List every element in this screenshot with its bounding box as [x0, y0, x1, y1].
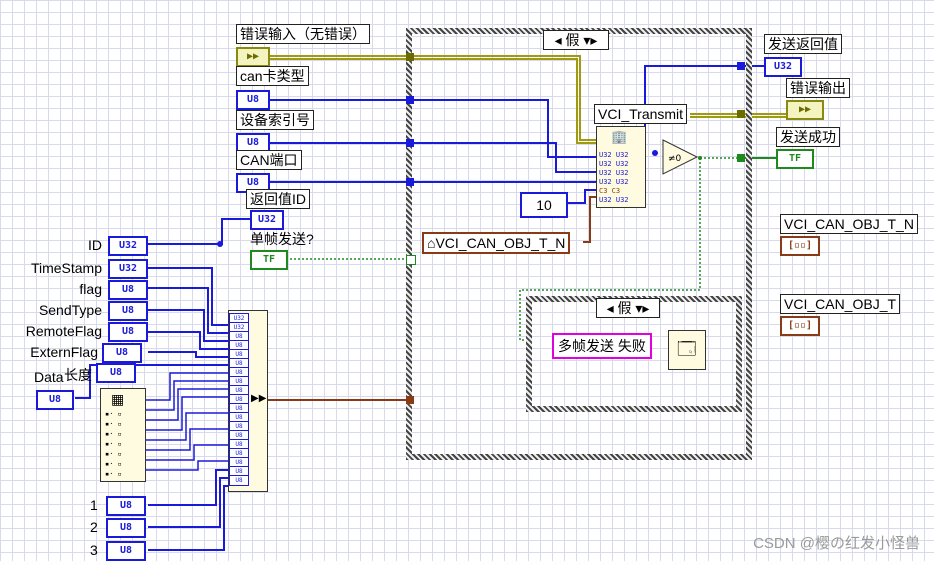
bundle-arrow-icon: ▶▶ [251, 393, 267, 404]
field-data-terminal[interactable]: U8 [36, 390, 74, 410]
send-return-terminal[interactable]: U32 [764, 57, 802, 77]
field-n2-label: 2 [90, 519, 98, 535]
field-n1-terminal[interactable]: U8 [106, 496, 146, 516]
single-send-terminal[interactable]: TF [250, 250, 288, 270]
can-port-label: CAN端口 [236, 150, 302, 170]
bundle-node[interactable]: U32 U32 U8 U8 U8 U8 U8 U8 U8 U8 U8 U8 U8… [228, 310, 268, 492]
inner-case-selector[interactable]: ◂ 假 ▾▸ [596, 298, 660, 318]
cluster-constant-text: VCI_CAN_OBJ_T_N [435, 235, 566, 251]
send-ok-terminal[interactable]: TF [776, 149, 814, 169]
tunnel [737, 154, 745, 162]
array-grid-icon: ▦ [111, 391, 125, 407]
data-array[interactable]: ▦ ▪· ▫▪· ▫▪· ▫▪· ▫▪· ▫▪· ▫▪· ▫ [100, 388, 146, 482]
cluster-constant[interactable]: ⌂VCI_CAN_OBJ_T_N [422, 232, 571, 254]
outer-case-selector[interactable]: ◂ 假 ▾▸ [543, 30, 609, 50]
tunnel [406, 178, 414, 186]
error-in-terminal[interactable]: ▶▶ [236, 47, 270, 67]
tunnel [406, 396, 414, 404]
field-n2-terminal[interactable]: U8 [106, 518, 146, 538]
inner-case-prev-icon[interactable]: ◂ [606, 300, 614, 316]
field-id-label: ID [88, 237, 102, 253]
field-remoteflag-label: RemoteFlag [25, 323, 102, 339]
home-icon: ⌂ [427, 235, 436, 251]
array-elements: ▪· ▫▪· ▫▪· ▫▪· ▫▪· ▫▪· ▫▪· ▫ [105, 410, 122, 478]
inner-case-next-icon[interactable]: ▾▸ [635, 300, 650, 316]
error-out-terminal[interactable]: ▶▶ [786, 100, 824, 120]
error-out-label: 错误输出 [786, 78, 850, 98]
indicator-n-terminal[interactable]: [▫▫] [780, 236, 820, 256]
tunnel [406, 96, 414, 104]
constant-ten[interactable]: 10 [520, 192, 568, 218]
bundle-row: U8 [229, 475, 249, 486]
field-sendtype-terminal[interactable]: U8 [108, 301, 148, 321]
indicator-t-label: VCI_CAN_OBJ_T [780, 294, 901, 314]
return-id-label: 返回值ID [246, 189, 310, 209]
field-remoteflag-terminal[interactable]: U8 [108, 322, 148, 342]
indicator-n-label: VCI_CAN_OBJ_T_N [780, 214, 918, 234]
inner-case-value: 假 [617, 300, 632, 316]
tunnel [406, 53, 414, 61]
indicator-t-terminal[interactable]: [▫▫] [780, 316, 820, 336]
function-name-label: VCI_Transmit [594, 104, 688, 124]
field-id-terminal[interactable]: U32 [108, 236, 148, 256]
send-return-label: 发送返回值 [764, 34, 842, 54]
field-timestamp-label: TimeStamp [30, 260, 102, 276]
send-ok-label: 发送成功 [776, 127, 840, 147]
case-prev-icon[interactable]: ◂ [554, 32, 562, 48]
tunnel [737, 62, 745, 70]
field-sendtype-label: SendType [38, 302, 102, 318]
field-n3-terminal[interactable]: U8 [106, 541, 146, 561]
field-data-label: Data [34, 369, 64, 385]
field-flag-terminal[interactable]: U8 [108, 280, 148, 300]
error-in-label: 错误输入（无错误） [236, 24, 370, 44]
multi-frame-fail-string[interactable]: 多帧发送 失败 [552, 333, 652, 359]
device-index-label: 设备索引号 [236, 110, 314, 130]
return-id-terminal[interactable]: U32 [250, 210, 284, 230]
field-timestamp-terminal[interactable]: U32 [108, 259, 148, 279]
watermark: CSDN @樱の红发小怪兽 [753, 535, 920, 552]
field-length-label: 长度 [64, 367, 92, 383]
tunnel [406, 139, 414, 147]
tunnel [406, 255, 416, 265]
field-externflag-label: ExternFlag [30, 344, 98, 360]
single-send-label: 单帧发送? [250, 231, 314, 247]
can-type-terminal[interactable]: U8 [236, 90, 270, 110]
field-n1-label: 1 [90, 497, 98, 513]
outer-case-value: 假 [565, 32, 580, 48]
dialog-node[interactable]: 🗔 [668, 330, 706, 370]
dialog-icon: 🗔 [677, 339, 697, 359]
wire-junction [217, 241, 223, 247]
array-wires[interactable] [145, 372, 230, 471]
tunnel [737, 110, 745, 118]
field-n3-label: 3 [90, 542, 98, 558]
field-flag-label: flag [79, 281, 102, 297]
case-next-icon[interactable]: ▾▸ [583, 32, 598, 48]
dll-icon: 🏢 [611, 129, 628, 144]
can-type-label: can卡类型 [236, 66, 309, 86]
field-length-terminal[interactable]: U8 [96, 363, 136, 383]
field-externflag-terminal[interactable]: U8 [102, 343, 142, 363]
